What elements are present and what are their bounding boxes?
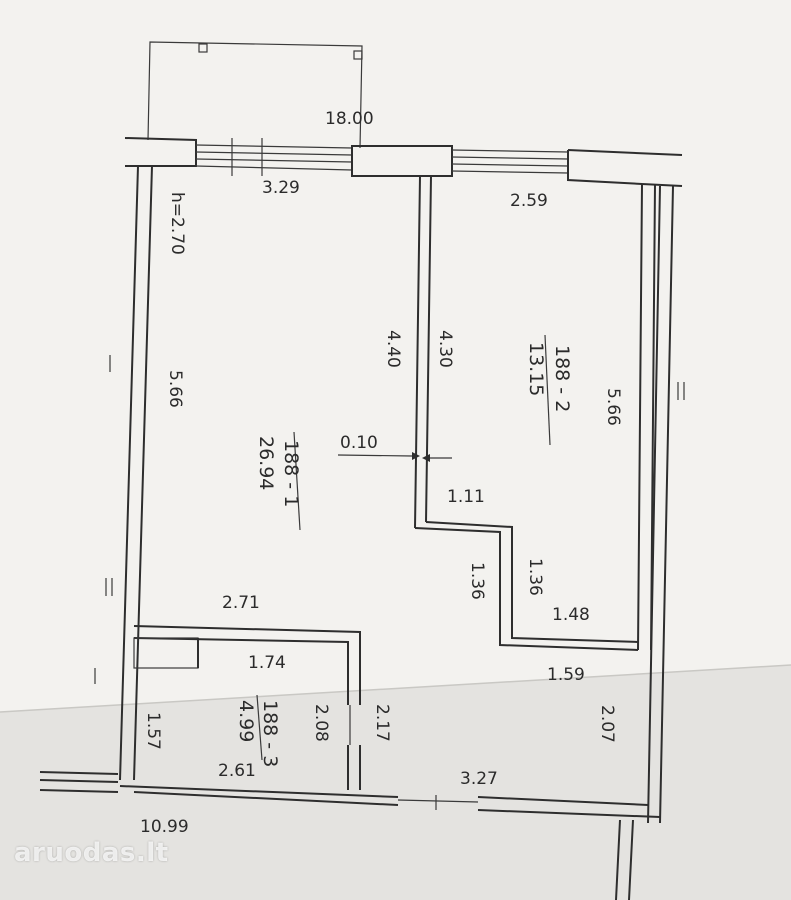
dim-hall-width-top: 1.59	[547, 665, 585, 685]
room2-fraction-line	[544, 334, 551, 446]
dim-step-right-width: 1.48	[552, 605, 590, 625]
top-wall-right-end	[641, 183, 683, 187]
dim-hall-width-bottom: 3.27	[460, 769, 498, 789]
dim-wall-thickness: 0.10	[340, 433, 378, 453]
room2-id: 188 - 2	[551, 345, 573, 412]
bathroom-right-wall	[347, 745, 361, 790]
outer-left-wall	[119, 165, 153, 781]
window-right-line-3	[451, 163, 569, 167]
window-right-line-2	[451, 156, 569, 160]
watermark-suffix: .lt	[135, 838, 169, 868]
room3-area: 4.99	[235, 700, 257, 742]
dim-lower-left-width: 2.71	[222, 593, 260, 613]
dim-balcony-top: 18.00	[325, 109, 374, 129]
paper-upper-sheet	[0, 0, 791, 712]
dim-bottom-total: 10.99	[140, 817, 189, 837]
dim-bath-width-top: 1.74	[248, 653, 286, 673]
window-left-line-3	[195, 158, 353, 163]
dim-bath-width-bottom: 2.61	[218, 761, 256, 781]
bottom-wall-right	[477, 796, 661, 818]
dim-step-height-left: 1.36	[467, 562, 487, 600]
dim-left-height: 5.66	[165, 370, 185, 408]
window-left-line-1	[195, 144, 353, 149]
dim-bath-height-inner: 2.08	[311, 704, 331, 742]
balcony-post-left	[198, 43, 208, 53]
top-wall-pier	[351, 145, 453, 177]
bottom-wall-left	[119, 785, 399, 806]
dim-bath-height-outer: 2.17	[372, 704, 392, 742]
dim-hall-height: 2.07	[597, 705, 617, 743]
top-wall-left	[124, 137, 197, 167]
label-ceiling-height: h=2.70	[167, 192, 187, 255]
room1-fraction-line	[293, 431, 301, 531]
window-left-line-4	[195, 165, 353, 171]
room1-id: 188 - 1	[280, 440, 302, 507]
bottom-right-wall	[615, 819, 634, 900]
watermark-brand: aruodas	[14, 838, 136, 868]
outer-right-wall	[647, 185, 674, 824]
bottom-left-stub	[39, 771, 119, 793]
room2-step-wall	[414, 521, 639, 651]
aruodas-watermark: aruodas.lt	[14, 838, 169, 868]
paper-lower-sheet	[0, 665, 791, 900]
dim-step-width: 1.11	[447, 487, 485, 507]
dim-top-left-width: 3.29	[262, 178, 300, 198]
room1-area: 26.94	[255, 436, 277, 490]
room2-right-wall	[637, 183, 656, 651]
room2-area: 13.15	[525, 342, 547, 396]
room3-id: 188 - 3	[259, 700, 281, 767]
dim-step-height-right: 1.36	[525, 558, 545, 596]
dim-bath-left-height: 1.57	[143, 712, 163, 750]
window-left-line-2	[195, 151, 353, 156]
dim-partition-right-height: 4.30	[435, 330, 455, 368]
window-right-line-4	[451, 170, 569, 174]
balcony-post-right	[353, 50, 363, 60]
partition-wall	[414, 175, 432, 529]
balcony-outline	[147, 41, 363, 149]
window-right-line-1	[451, 149, 569, 153]
top-wall-right	[567, 149, 683, 185]
dim-top-right-width: 2.59	[510, 191, 548, 211]
dim-right-height: 5.66	[603, 388, 623, 426]
bathroom-top-wall	[133, 625, 361, 705]
room3-fraction-line	[256, 694, 263, 761]
entry-door	[397, 799, 479, 803]
dim-partition-left-height: 4.40	[383, 330, 403, 368]
